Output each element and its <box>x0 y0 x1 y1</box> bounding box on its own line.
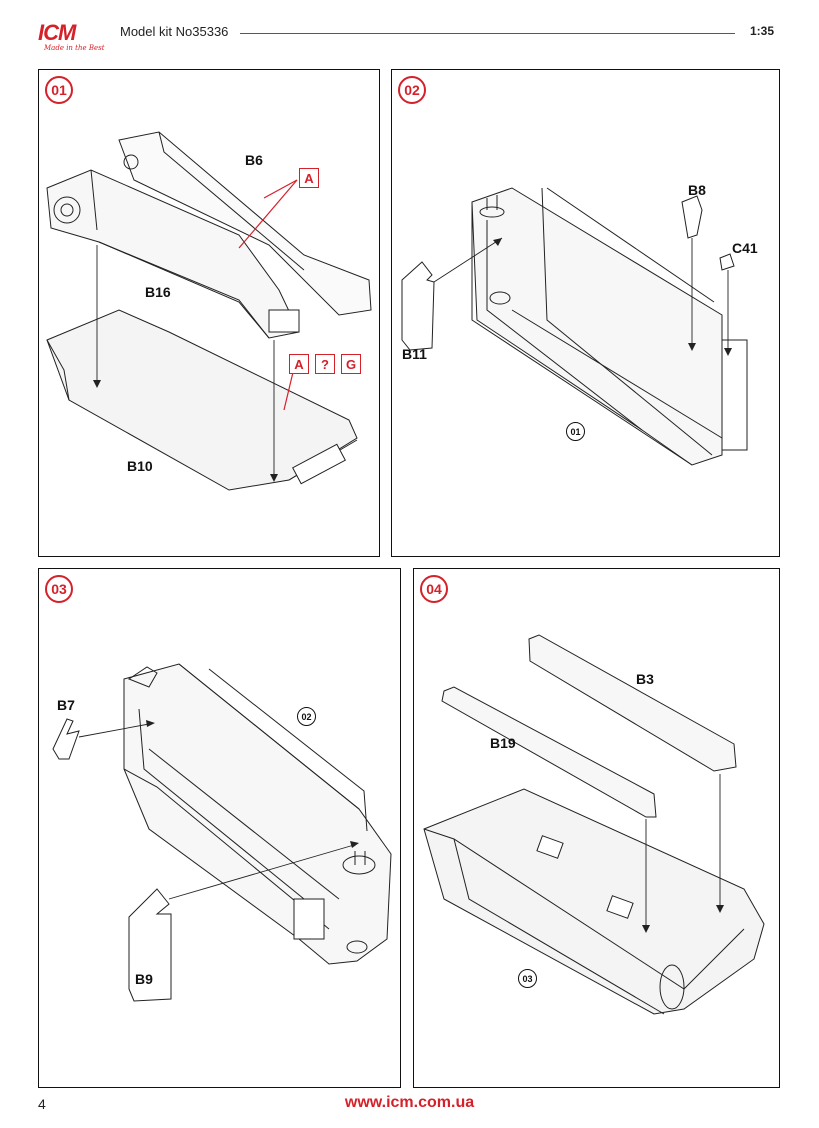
step-number-badge: 04 <box>420 575 448 603</box>
reference-step-badge: 02 <box>297 707 316 726</box>
step-panel-04: 04 B3 B19 03 <box>413 568 780 1088</box>
part-label-b9: B9 <box>135 971 153 987</box>
part-label-b11: B11 <box>402 346 427 362</box>
header-rule <box>240 33 735 34</box>
paint-code-box: A <box>299 168 319 188</box>
scale-label: 1:35 <box>750 24 775 38</box>
step-02-drawing <box>401 187 748 466</box>
paint-code-box: ? <box>315 354 335 374</box>
step-number-badge: 02 <box>398 76 426 104</box>
step-number-badge: 03 <box>45 575 73 603</box>
reference-step-badge: 03 <box>518 969 537 988</box>
part-label-b8: B8 <box>688 182 706 198</box>
logo-slogan: Made in the Best <box>44 44 105 52</box>
step-panel-02: 02 B8 C41 B11 01 <box>391 69 780 557</box>
website-link[interactable]: www.icm.com.ua <box>344 1094 475 1111</box>
page-header: ICM Made in the Best Model kit No35336 1… <box>0 0 819 60</box>
step-panel-01: 01 B6 B16 B10 A A ? G <box>38 69 380 557</box>
part-label-b16: B16 <box>145 284 171 300</box>
step-number-badge: 01 <box>45 76 73 104</box>
step-03-drawing <box>52 663 392 1002</box>
reference-step-badge: 01 <box>566 422 585 441</box>
step-panel-03: 03 B7 B9 02 <box>38 568 401 1088</box>
page-number: 4 <box>38 1096 46 1112</box>
paint-code-box: G <box>341 354 361 374</box>
part-label-b7: B7 <box>57 697 75 713</box>
paint-code-box: A <box>289 354 309 374</box>
part-label-b6: B6 <box>245 152 263 168</box>
step-01-drawing <box>46 131 372 491</box>
part-label-c41: C41 <box>732 240 758 256</box>
icm-logo: ICM Made in the Best <box>38 20 108 56</box>
part-label-b19: B19 <box>490 735 516 751</box>
logo-brand: ICM <box>38 20 76 45</box>
part-label-b10: B10 <box>127 458 153 474</box>
part-label-b3: B3 <box>636 671 654 687</box>
kit-title: Model kit No35336 <box>120 24 229 39</box>
step-04-drawing <box>423 634 765 1015</box>
